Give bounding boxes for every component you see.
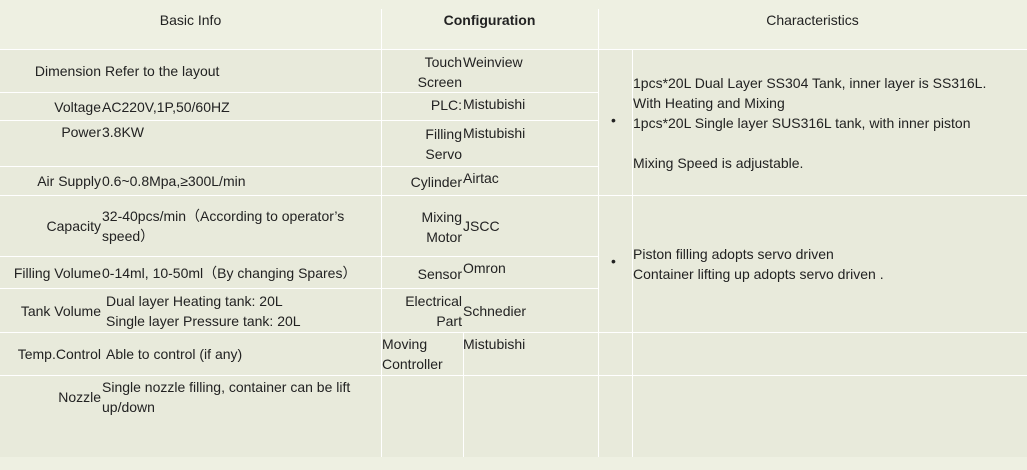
divider	[0, 195, 1027, 196]
config-mixing-motor-label: Mixing Motor	[421, 209, 462, 245]
config-touch-screen-label: Touch Screen	[417, 54, 462, 90]
divider	[381, 9, 382, 457]
config-electrical-part-value: Schnedier	[463, 303, 527, 319]
config-touch-screen-value: Weinview	[463, 54, 523, 70]
row-dimension-label: Dimension	[34, 63, 101, 79]
config-plc-value: Mistubishi	[463, 96, 526, 112]
row-capacity-label: Capacity	[46, 218, 101, 234]
config-cylinder-label: Cylinder	[410, 174, 462, 190]
header-basic-info: Basic Info	[159, 12, 222, 28]
config-moving-controller-label: Moving Controller	[382, 336, 443, 372]
divider	[0, 332, 1027, 333]
config-sensor-label: Sensor	[417, 266, 462, 282]
row-voltage-value: AC220V,1P,50/60HZ	[102, 98, 230, 115]
config-cylinder-value: Airtac	[463, 170, 499, 186]
divider	[0, 375, 1027, 376]
row-temp-control-label: Temp.Control	[17, 346, 101, 362]
row-temp-control-value: Able to control (if any)	[106, 346, 243, 362]
divider	[0, 120, 598, 121]
divider	[632, 49, 633, 457]
characteristics-block-1: 1pcs*20L Dual Layer SS304 Tank, inner la…	[633, 75, 987, 171]
row-power-label: Power	[61, 124, 101, 140]
row-nozzle-label: Nozzle	[58, 389, 101, 405]
row-tank-volume-label: Tank Volume	[20, 302, 101, 319]
row-tank-volume-value: Dual layer Heating tank: 20L Single laye…	[106, 292, 301, 329]
config-plc-label: PLC:	[430, 97, 462, 113]
config-filling-servo-label: Filling Servo	[425, 126, 462, 162]
row-capacity-value: 32-40pcs/min（According to operator’s spe…	[102, 208, 345, 244]
bullet-icon: •	[611, 112, 616, 128]
divider	[0, 92, 598, 93]
row-voltage-label: Voltage	[54, 98, 101, 115]
bullet-icon: •	[611, 253, 616, 269]
config-sensor-value: Omron	[463, 260, 506, 276]
divider	[463, 332, 464, 457]
divider	[598, 9, 599, 457]
characteristics-block-2: Piston filling adopts servo driven Conta…	[633, 246, 884, 282]
row-filling-volume-label: Filling Volume	[13, 264, 101, 281]
config-filling-servo-value: Mistubishi	[463, 125, 526, 141]
header-configuration: Configuration	[443, 12, 536, 28]
divider	[0, 256, 598, 257]
config-electrical-part-label: Electrical Part	[405, 293, 462, 329]
row-air-supply-label: Air Supply	[37, 173, 101, 189]
config-moving-controller-value: Mistubishi	[463, 336, 526, 352]
footer-band	[0, 457, 1027, 470]
spec-table	[0, 49, 1027, 457]
divider	[0, 288, 598, 289]
row-nozzle-value: Single nozzle filling, container can be …	[102, 379, 351, 415]
row-power-value: 3.8KW	[102, 124, 145, 140]
row-filling-volume-value: 0-14ml, 10-50ml（By changing Spares）	[102, 264, 357, 281]
config-mixing-motor-value: JSCC	[463, 218, 500, 234]
row-dimension-value: Refer to the layout	[105, 63, 220, 79]
row-air-supply-value: 0.6~0.8Mpa,≥300L/min	[102, 173, 246, 189]
divider	[0, 166, 598, 167]
divider	[0, 49, 1027, 50]
header-characteristics: Characteristics	[766, 12, 859, 28]
